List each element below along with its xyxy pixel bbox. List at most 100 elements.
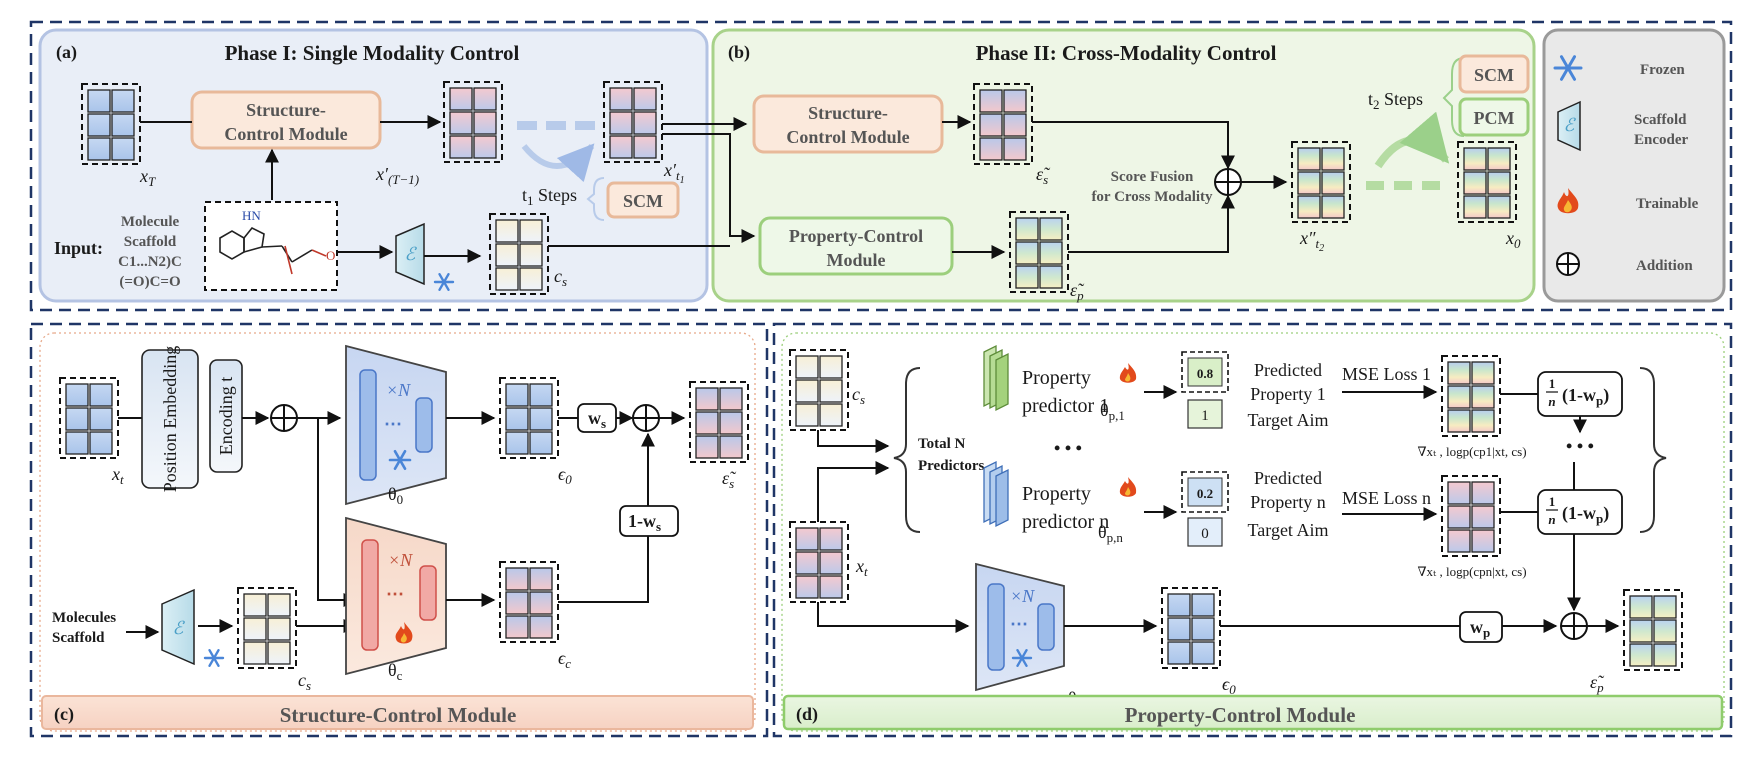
svg-text:θp,n: θp,n: [1098, 522, 1123, 545]
panel-a-title: Phase I: Single Modality Control: [225, 41, 520, 65]
grid-c-s-d: [789, 349, 849, 431]
svg-text:cs: cs: [298, 670, 311, 693]
panel-d: cs xt Total N Predictors Property predic…: [781, 332, 1725, 732]
svg-text:ϵ0: ϵ0: [558, 464, 572, 487]
scm-small-b: SCM: [1458, 54, 1530, 94]
legend-encoder-line1: Scaffold: [1634, 112, 1687, 128]
progress-dashes-b: [1366, 111, 1450, 190]
svg-text:Predicted: Predicted: [1254, 360, 1322, 380]
snowflake-icon: [433, 272, 455, 292]
svg-text:(1-wp): (1-wp): [1562, 385, 1609, 408]
panel-d-footer: (d) Property-Control Module: [782, 694, 1724, 731]
svg-text:wp: wp: [1470, 617, 1490, 640]
svg-text:predictor 1: predictor 1: [1022, 395, 1109, 417]
progress-dashes-a: [517, 121, 595, 183]
frozen-network-theta0-d: ×N ⋯: [975, 562, 1065, 692]
svg-text:1: 1: [1549, 494, 1556, 509]
panel-c-footer: (c) Structure-Control Module: [41, 695, 754, 730]
svg-text:Module: Module: [826, 250, 885, 270]
svg-text:• • •: • • •: [1054, 438, 1082, 458]
grid-eps-p-b: [1009, 211, 1069, 293]
wp-weight-box: wp: [1459, 611, 1503, 643]
svg-text:xt: xt: [111, 464, 124, 487]
svg-text:O: O: [326, 248, 335, 263]
svg-text:cs: cs: [852, 384, 865, 407]
legend-fire-icon: [1557, 188, 1579, 214]
svg-text:Molecules: Molecules: [52, 610, 116, 626]
panel-a: (a) Phase I: Single Modality Control xT …: [38, 28, 709, 303]
scm-box-b: Structure- Control Module: [752, 94, 944, 154]
legend-snowflake-icon: [1553, 55, 1583, 81]
svg-text:C1...N2)C: C1...N2)C: [118, 254, 182, 270]
grid-grad-1: [1441, 355, 1501, 437]
legend: Frozen ℰ Scaffold Encoder Trainable Addi…: [1542, 28, 1726, 303]
svg-text:ϵc: ϵc: [558, 648, 571, 671]
svg-text:Structure-: Structure-: [246, 100, 326, 120]
molecule-structure: HN O: [204, 201, 338, 291]
predictor-n-icon: [983, 460, 1009, 528]
svg-text:MSE Loss n: MSE Loss n: [1342, 488, 1431, 508]
svg-text:MSE Loss 1: MSE Loss 1: [1342, 364, 1431, 384]
grid-x-T: [81, 83, 141, 165]
svg-text:Property: Property: [1022, 367, 1091, 389]
svg-text:Property-Control Module: Property-Control Module: [1125, 703, 1356, 727]
target-aim-1: 1: [1187, 399, 1223, 429]
ws-weight-box: ws: [577, 403, 617, 433]
predicted-value-1: 0.8: [1181, 351, 1229, 393]
svg-text:Target Aim: Target Aim: [1248, 520, 1329, 540]
predicted-value-n: 0.2: [1181, 471, 1229, 513]
grid-x-t-c: [59, 377, 119, 459]
svg-text:Control Module: Control Module: [786, 127, 909, 147]
svg-text:θ0: θ0: [388, 484, 403, 507]
fire-icon-dn: [1119, 477, 1137, 497]
svg-text:Molecule: Molecule: [121, 214, 180, 230]
addition-node-d: [1560, 612, 1588, 640]
svg-text:0.8: 0.8: [1197, 366, 1214, 381]
panel-b-tag: (b): [728, 42, 750, 63]
svg-text:Position Embedding: Position Embedding: [160, 346, 180, 493]
position-embedding-box: Position Embedding: [141, 346, 199, 493]
svg-text:t2 Steps: t2 Steps: [1368, 89, 1423, 112]
svg-text:ℰ: ℰ: [405, 244, 418, 264]
legend-frozen: Frozen: [1640, 62, 1685, 78]
svg-text:Encoding t: Encoding t: [216, 377, 236, 456]
legend-encoder-line2: Encoder: [1634, 132, 1689, 148]
svg-text:θc: θc: [388, 660, 403, 683]
svg-text:Structure-Control Module: Structure-Control Module: [280, 703, 517, 727]
legend-trainable: Trainable: [1636, 196, 1699, 212]
svg-text:SCM: SCM: [623, 191, 663, 211]
addition-node-b: [1214, 168, 1242, 196]
pcm-box-b: Property-Control Module: [758, 216, 954, 276]
svg-text:cs: cs: [554, 266, 567, 289]
grid-eps-p-d: [1623, 589, 1683, 671]
grid-x-dprime: [1291, 141, 1351, 223]
svg-text:ℰ: ℰ: [1564, 115, 1577, 135]
svg-text:Property: Property: [1022, 483, 1091, 505]
scaffold-encoder-c: ℰ: [161, 588, 195, 666]
grid-eps-s-c: [689, 381, 749, 463]
grid-x-t-d: [789, 521, 849, 603]
svg-text:n: n: [1548, 394, 1555, 409]
svg-text:Property-Control: Property-Control: [789, 226, 923, 246]
svg-text:Total N: Total N: [918, 436, 966, 452]
svg-text:0.2: 0.2: [1197, 486, 1213, 501]
svg-text:1: 1: [1549, 376, 1556, 391]
svg-text:x′(T−1): x′(T−1): [375, 164, 419, 187]
svg-text:⋯: ⋯: [1010, 614, 1028, 634]
encoding-t-box: Encoding t: [209, 359, 243, 473]
grid-grad-n: [1441, 475, 1501, 557]
fire-icon-d1: [1119, 363, 1137, 383]
svg-text:Scaffold: Scaffold: [52, 630, 105, 646]
grid-eps0-d: [1161, 587, 1221, 669]
svg-text:1-ws: 1-ws: [628, 511, 661, 534]
svg-text:x″t2: x″t2: [1299, 228, 1324, 254]
svg-text:Predicted: Predicted: [1254, 468, 1322, 488]
predictor-1-icon: [983, 344, 1009, 412]
svg-text:ϵ0: ϵ0: [1222, 674, 1236, 697]
svg-text:θp,1: θp,1: [1100, 400, 1125, 423]
svg-text:×N: ×N: [1010, 586, 1035, 606]
svg-text:xt: xt: [855, 556, 868, 579]
svg-text:ws: ws: [588, 408, 606, 431]
trainable-network-thetac: ×N ⋯: [345, 516, 447, 676]
